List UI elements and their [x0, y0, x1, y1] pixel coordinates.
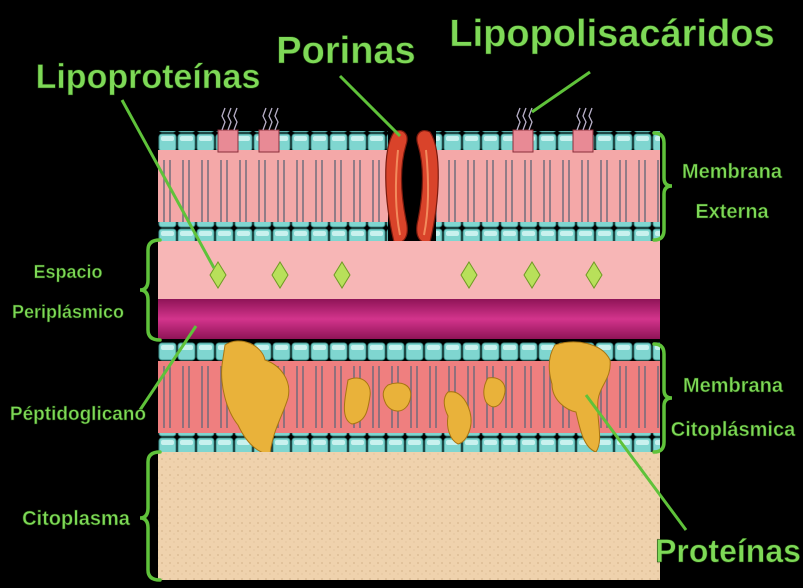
porinas-label: Porinas	[276, 30, 415, 72]
espacio-periplasmico-label-line1: Espacio	[33, 262, 102, 282]
peptidoglicano-label: Péptidoglicano	[10, 404, 146, 425]
membrana-citoplasmica-label-line1: Membrana	[683, 375, 784, 397]
membrana-externa-label-line1: Membrana	[682, 161, 783, 183]
espacio-periplasmico-label-line2: Periplásmico	[12, 302, 124, 322]
membrana-citoplasmica-label-line2: Citoplásmica	[671, 419, 796, 441]
proteinas-label: Proteínas	[655, 533, 801, 569]
citoplasma-label: Citoplasma	[22, 508, 131, 530]
porin-channel	[386, 131, 439, 243]
lipopolisacaridos-label: Lipopolisacáridos	[449, 13, 774, 55]
cytoplasm-region	[158, 452, 660, 580]
lipoproteinas-label: Lipoproteínas	[36, 58, 261, 96]
membrana-externa-label-line2: Externa	[695, 201, 769, 223]
periplasmic-space	[158, 241, 660, 299]
peptidoglycan-layer	[158, 299, 660, 339]
